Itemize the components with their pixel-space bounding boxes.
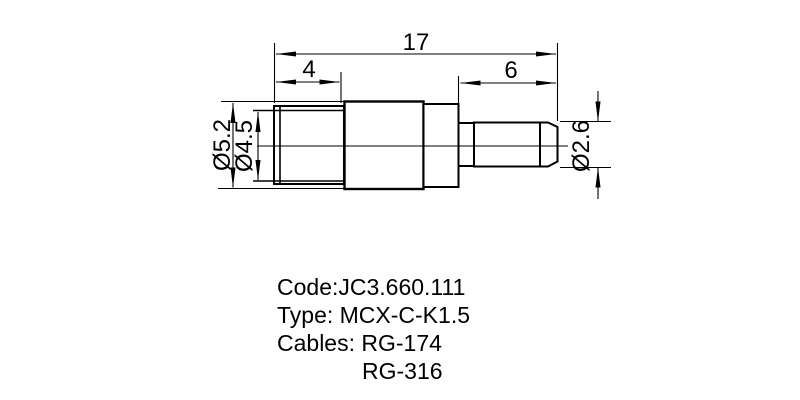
dimension-crimp-diameter: Ø2.6: [560, 91, 611, 199]
spec-line-cables: Cables: RG-174: [277, 330, 442, 356]
spec-line-type: Type: MCX-C-K1.5: [277, 302, 470, 328]
dimension-front-diameter: Ø4.5: [231, 112, 261, 180]
dimension-front-length: 4: [276, 56, 342, 103]
dim-label-total-length: 17: [403, 29, 430, 56]
dim-label-outer-diameter: Ø5.2: [209, 119, 236, 171]
crimp-tip: [539, 121, 559, 168]
dim-label-crimp-diameter: Ø2.6: [568, 120, 595, 172]
dim-label-crimp-length: 6: [504, 57, 517, 84]
crimp-ferrule: [473, 121, 541, 168]
knurled-nut: [343, 100, 425, 191]
front-section-outline: [273, 105, 345, 185]
dim-label-front-length: 4: [302, 56, 315, 83]
dimension-outer-diameter: Ø5.2: [209, 100, 344, 190]
dimension-crimp-length: 6: [457, 57, 556, 103]
dimension-total-length: 17: [273, 29, 559, 121]
connector-body: [253, 100, 559, 191]
dim-label-front-diameter: Ø4.5: [231, 120, 258, 172]
spec-line-cables-alt: RG-316: [362, 358, 443, 384]
spec-block: Code:JC3.660.111 Type: MCX-C-K1.5 Cables…: [277, 274, 470, 384]
spec-line-code: Code:JC3.660.111: [277, 274, 465, 300]
